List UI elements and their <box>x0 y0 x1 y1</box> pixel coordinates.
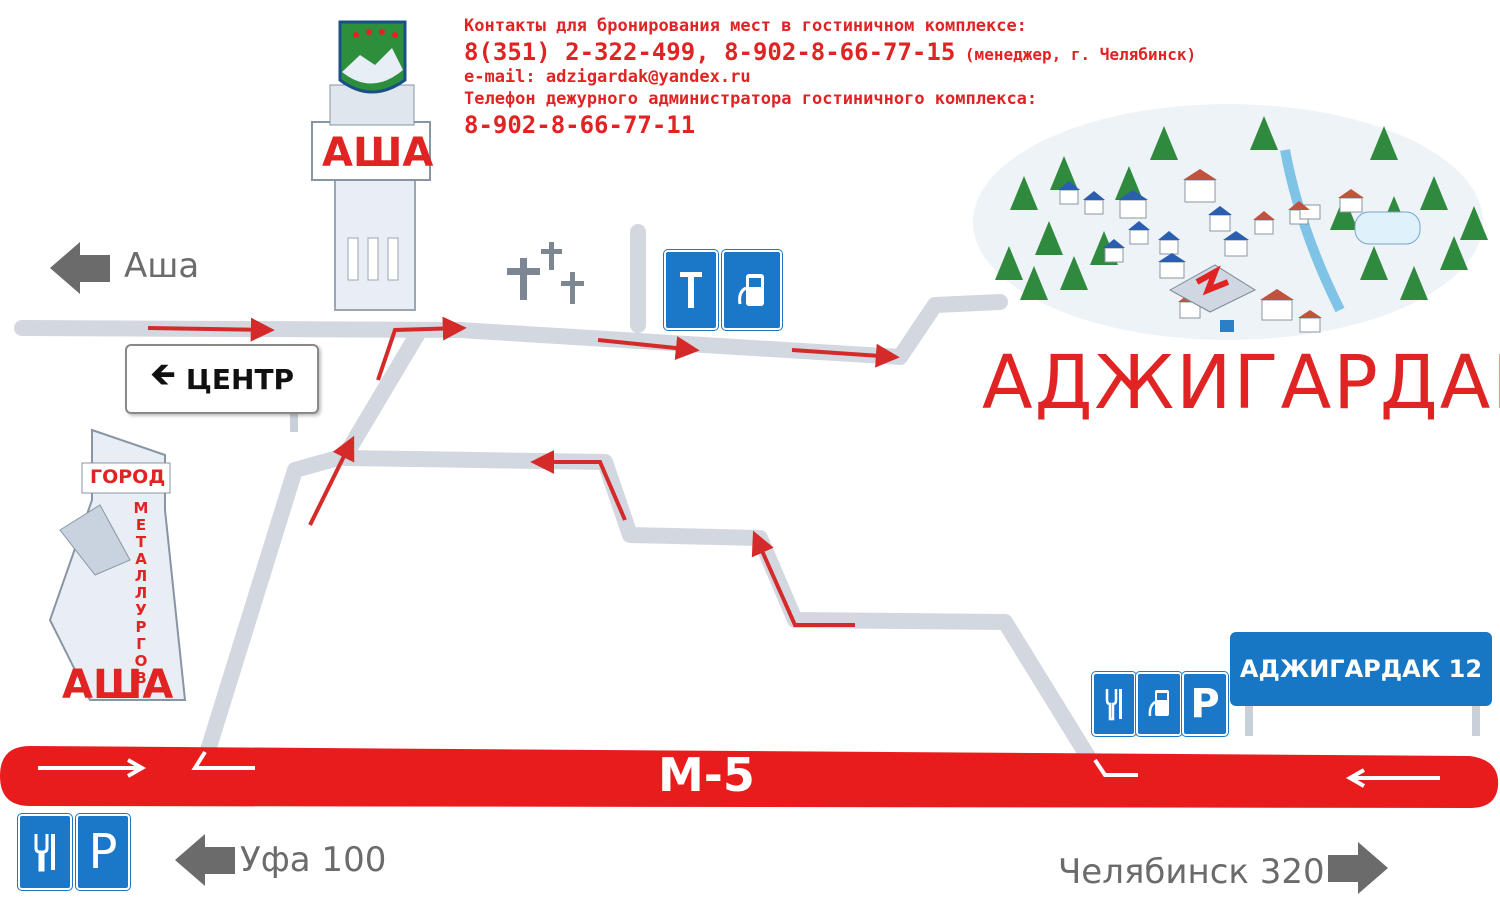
left-connector-road <box>197 322 428 768</box>
admin-phone[interactable]: 8-902-8-66-77-11 <box>464 110 696 139</box>
arrow-left-icon <box>175 834 235 886</box>
manager-note: (менеджер, г. Челябинск) <box>964 45 1197 65</box>
admin-label: Телефон дежурного администратора гостини… <box>464 88 1038 109</box>
direction-ufa: Уфа 100 <box>240 840 387 880</box>
arrow-right-icon <box>1328 842 1388 894</box>
contacts-block: Контакты для бронирования мест в гостини… <box>464 16 1196 140</box>
highway-label: М-5 <box>658 748 755 802</box>
city-stele-bottom-label: АША <box>62 662 174 708</box>
fuel-pump-icon <box>1136 672 1182 736</box>
city-stele-top-label: ГОРОД <box>90 466 166 488</box>
fork-knife-icon <box>664 250 718 330</box>
zigzag-road <box>337 450 1098 768</box>
direction-asha: Аша <box>124 246 200 286</box>
parking-icon: P <box>1182 672 1228 736</box>
highway-lane-arrows <box>38 750 1440 788</box>
arrow-left-icon: 🡸 <box>149 355 176 393</box>
contact-email[interactable]: e-mail: adzigardak@yandex.ru <box>464 67 751 88</box>
arrow-left-icon <box>50 242 110 294</box>
cemetery-cross-icon <box>507 242 584 304</box>
city-stele-vertical-label: МЕТАЛЛУРГОВ <box>133 499 149 687</box>
fuel-pump-icon <box>722 250 782 330</box>
fork-knife-icon <box>18 814 72 890</box>
destination-title: АДЖИГАРДАК <box>982 340 1500 426</box>
asha-road <box>14 294 1008 365</box>
center-sign-label: ЦЕНТР <box>185 362 295 396</box>
m5-highway <box>0 746 1499 808</box>
asha-stele <box>311 20 431 311</box>
route-arrows <box>147 316 900 627</box>
resort-illustration <box>973 104 1488 340</box>
city-stele <box>48 428 187 701</box>
destination-distance-sign: АДЖИГАРДАК 12 <box>1230 632 1492 706</box>
fork-knife-icon <box>1092 672 1136 736</box>
booking-phones[interactable]: 8(351) 2-322-499, 8-902-8-66-77-15 <box>464 38 956 67</box>
parking-icon: P <box>76 814 130 890</box>
direction-chelyabinsk: Челябинск 320 <box>1058 852 1325 892</box>
center-direction-sign: 🡸 ЦЕНТР <box>125 344 319 414</box>
contacts-heading: Контакты для бронирования мест в гостини… <box>464 16 1027 36</box>
asha-stele-label: АША <box>322 130 434 176</box>
